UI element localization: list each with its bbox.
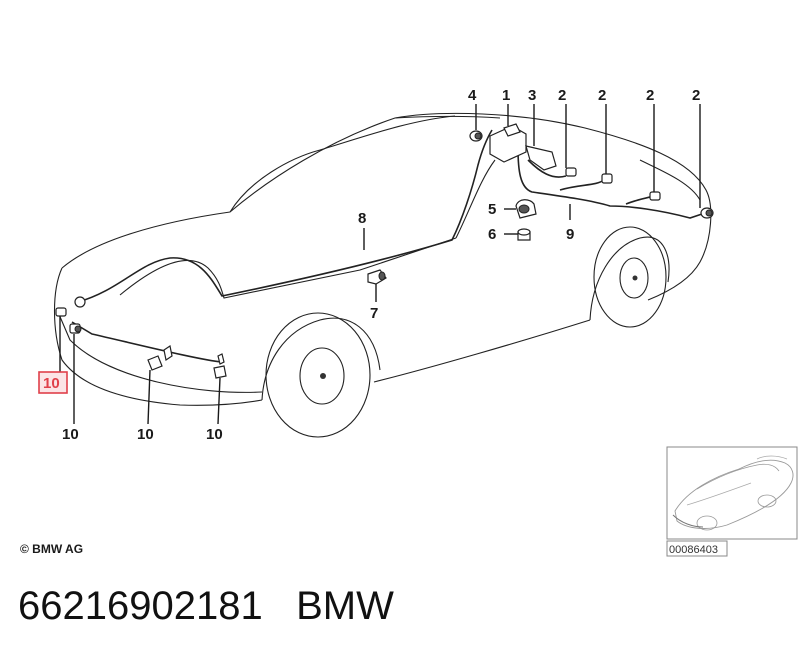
callout-4: 4 bbox=[468, 87, 477, 104]
callout-8: 8 bbox=[358, 210, 366, 227]
ultrasonic-sensor-2a bbox=[565, 167, 577, 177]
brand-name: BMW bbox=[296, 584, 394, 628]
callout-6: 6 bbox=[488, 226, 496, 243]
callout-5: 5 bbox=[488, 201, 496, 218]
callout-leaders bbox=[59, 104, 701, 425]
footer-caption: 66216902181 BMW bbox=[18, 584, 394, 629]
part-5-mount bbox=[515, 199, 537, 219]
copyright-text: © BMW AG bbox=[20, 542, 83, 556]
ultrasonic-sensor-2b bbox=[601, 173, 613, 184]
rear-sensor-10d bbox=[213, 365, 227, 379]
callout-7: 7 bbox=[370, 305, 378, 322]
front-wheel bbox=[593, 226, 667, 328]
ultrasonic-sensor-2d bbox=[700, 207, 714, 219]
callout-2d: 2 bbox=[692, 87, 700, 104]
callout-2b: 2 bbox=[598, 87, 606, 104]
rear-bumper-wiring bbox=[71, 321, 223, 363]
part-6-grommet bbox=[517, 228, 531, 241]
rear-sensor-10c bbox=[147, 355, 163, 371]
callout-2a: 2 bbox=[558, 87, 566, 104]
front-wiring-harness bbox=[517, 147, 703, 219]
rear-sensor-10b bbox=[69, 323, 82, 334]
callout-3: 3 bbox=[528, 87, 536, 104]
overview-thumbnail[interactable]: 00086403 bbox=[666, 446, 798, 557]
ultrasonic-sensor-2c bbox=[649, 191, 661, 201]
park-distance-control-unit bbox=[489, 123, 527, 163]
rear-sensor-10a bbox=[55, 307, 67, 317]
callout-10a: 10 bbox=[62, 426, 79, 443]
rear-wheel bbox=[265, 312, 371, 438]
sensor-part-4 bbox=[469, 130, 483, 142]
callout-9: 9 bbox=[566, 226, 574, 243]
part-7-connector bbox=[367, 269, 387, 285]
thumbnail-code: 00086403 bbox=[669, 544, 718, 556]
callout-10b: 10 bbox=[137, 426, 154, 443]
thumbnail-car-sketch bbox=[672, 455, 794, 531]
bracket bbox=[525, 145, 557, 171]
rear-sensor-upper bbox=[74, 296, 86, 308]
car-body-outline bbox=[53, 112, 712, 406]
callout-numbers: 4 1 3 2 2 2 2 5 6 9 8 7 10 10 10 bbox=[62, 87, 700, 443]
rear-wiring-harness bbox=[77, 129, 493, 303]
highlighted-callout-10[interactable]: 10 bbox=[38, 371, 68, 394]
callout-10c: 10 bbox=[206, 426, 223, 443]
callout-1: 1 bbox=[502, 87, 510, 104]
part-number: 66216902181 bbox=[18, 584, 263, 628]
svg-text:10: 10 bbox=[43, 375, 60, 392]
callout-2c: 2 bbox=[646, 87, 654, 104]
